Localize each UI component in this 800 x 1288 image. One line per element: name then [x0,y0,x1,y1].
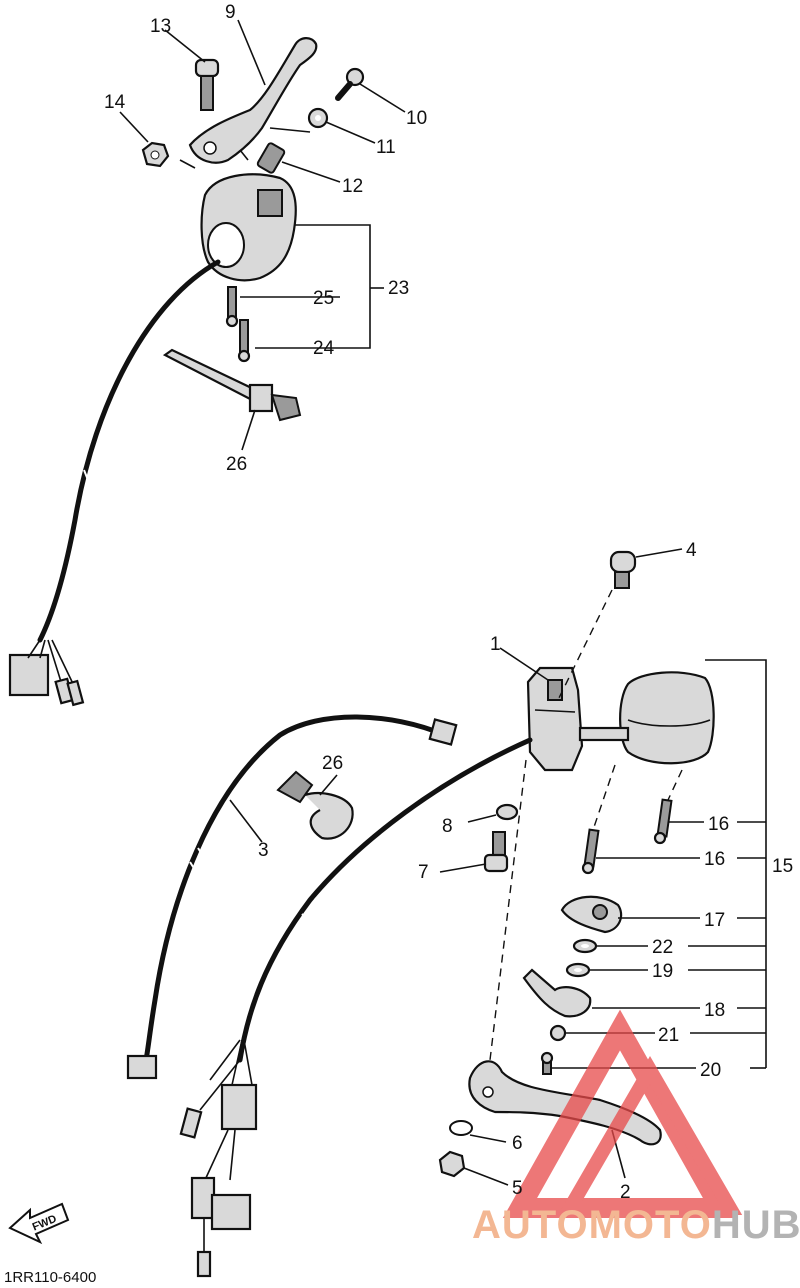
label-12: 12 [342,176,363,197]
cam-17 [560,895,623,934]
label-1: 1 [490,634,501,655]
leader-lines-upper [119,19,406,451]
part-labels: 13 9 14 10 11 12 23 25 24 26 4 1 26 3 8 … [104,2,793,1203]
label-9: 9 [225,2,236,23]
bolt-7 [483,831,509,873]
washer-6 [449,1120,473,1136]
label-5: 5 [512,1178,523,1199]
label-4: 4 [686,540,697,561]
label-17: 17 [704,910,725,931]
bolt-4 [609,550,637,589]
svg-text:AUTOMOTOHUB: AUTOMOTOHUB [472,1203,800,1247]
watermark-text-moto: MOTO [589,1203,712,1247]
label-8: 8 [442,816,453,837]
nut-5 [438,1150,466,1178]
leader-lines-lower [229,548,767,1186]
bracket-1 [526,666,584,772]
label-6: 6 [512,1133,523,1154]
screw-10 [335,67,365,101]
screw-16-a [653,798,673,845]
wire-harness-upper [8,259,221,707]
screw-20 [540,1051,554,1075]
label-14: 14 [104,92,126,113]
switch-housing-23 [200,173,297,282]
label-2: 2 [620,1182,631,1203]
bolt-13 [194,58,220,111]
label-23: 23 [388,278,409,299]
label-20: 20 [700,1060,721,1081]
label-11: 11 [376,137,396,158]
nut-21 [549,1024,567,1042]
label-25: 25 [313,288,334,309]
washer-19 [565,962,591,978]
label-22: 22 [652,937,673,958]
screw-24 [237,319,251,363]
label-10: 10 [406,108,427,129]
switch-housing-15 [578,671,715,765]
washer-22 [572,938,598,954]
screw-16-b [581,828,600,875]
watermark-triangle-inner-icon [557,1056,743,1215]
label-26-upper: 26 [226,454,247,475]
cable-band-26-lower [276,770,354,840]
label-24: 24 [313,338,335,359]
plate-18 [522,968,592,1018]
label-16-a: 16 [708,814,729,835]
washer-8 [495,803,519,821]
label-3: 3 [258,840,269,861]
watermark-text-auto: AUTO [472,1203,589,1247]
cable-band-26-upper [162,348,302,422]
label-21: 21 [658,1025,679,1046]
label-26-lower: 26 [322,753,343,774]
label-16-b: 16 [704,849,725,870]
wire-harness-lower [179,737,533,1278]
watermark-text-hub: HUB [712,1203,800,1247]
lever-9 [188,37,318,164]
nut-11 [307,107,329,129]
watermark-logo: AUTOMOTOHUB [472,1009,800,1247]
nut-14 [141,141,170,168]
reference-code: 1RR110-6400 [4,1269,96,1286]
label-18: 18 [704,1000,725,1021]
label-15: 15 [772,856,793,877]
label-7: 7 [418,862,429,883]
cable-3 [126,714,458,1080]
screw-25 [225,286,239,328]
label-19: 19 [652,961,673,982]
label-13: 13 [150,16,171,37]
assembly-dash-lines [489,589,683,1061]
fwd-arrow-icon: FWD [8,1202,70,1245]
spring-12 [256,142,286,174]
